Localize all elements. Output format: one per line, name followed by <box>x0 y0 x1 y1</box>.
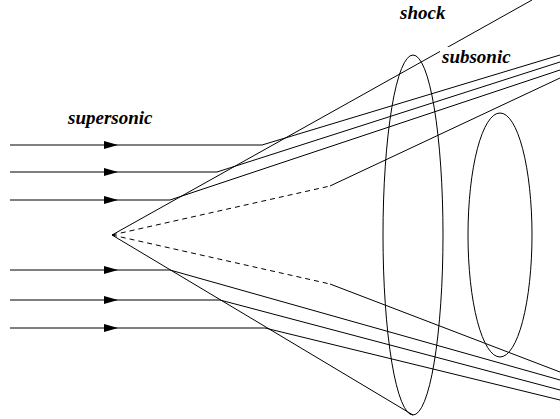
flow-label: subsonic <box>440 47 513 68</box>
flow-label: shock <box>398 3 447 24</box>
flow-label: supersonic <box>66 108 154 129</box>
